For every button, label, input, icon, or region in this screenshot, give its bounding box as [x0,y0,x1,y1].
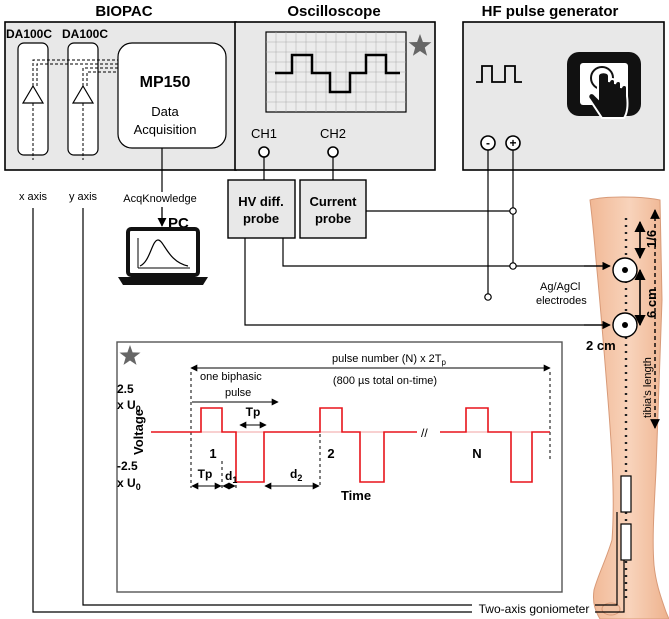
on-time-label: (800 µs total on-time) [333,375,437,387]
touch-screen-icon [567,52,641,119]
da100c-x-label: DA100C [6,27,52,41]
electrodes-label-line2: electrodes [536,295,587,307]
biphasic-label-line2: pulse [225,387,251,399]
ch1-label: CH1 [251,126,277,141]
x-axis-title: Time [341,488,371,503]
positive-terminal-label: + [509,136,516,150]
junction-upper [509,262,517,270]
d1-label: d1 [225,469,237,485]
electrode-lower [612,312,638,338]
ch1-connector[interactable] [258,146,270,158]
pulse-label-1: 1 [209,446,216,461]
two-cm-label: 2 cm [586,338,616,353]
waveform-panel [116,341,563,593]
mp150-title: MP150 [140,74,191,91]
voltage-signal [151,407,550,483]
tp-top-label: Tp [246,405,261,419]
electrodes-label-line1: Ag/AgCl [540,281,580,293]
acqknowledge-label: AcqKnowledge [123,193,196,205]
y-max-line1: 2.5 [117,382,134,396]
biopac-internal-wiring [32,59,118,160]
d2-label: d2 [290,467,302,483]
leg-illustration [589,196,669,619]
goniometer-label: Two-axis goniometer [479,602,590,616]
goniometer-sensor-lower [620,523,632,561]
oscilloscope-trace [275,53,400,94]
laptop-icon [118,227,208,285]
hv-diff-probe-box [227,179,296,239]
six-cm-label: 6 cm [644,288,659,318]
biphasic-label-line1: one biphasic [200,371,262,383]
star-icon [408,34,432,56]
hv-probe-line2: probe [243,211,279,226]
mp150-line2: Acquisition [134,122,197,137]
break-mark: // [421,426,428,440]
junction-lower [484,293,492,301]
pulse-label-2: 2 [327,446,334,461]
pulse-label-n: N [472,446,481,461]
current-probe-line2: probe [315,211,351,226]
negative-terminal-label: - [486,136,490,150]
goniometer-sensor-upper [620,475,632,513]
y-min-line1: -2.5 [117,459,138,473]
x-axis-label: x axis [19,191,48,203]
tibia-length-label: tibia's length [642,357,654,418]
y-axis-title: Voltage [131,409,146,455]
mp150-line1: Data [151,104,179,119]
hf-generator-title: HF pulse generator [482,3,619,20]
hv-probe-line1: HV diff. [238,194,284,209]
y-min-line2: x U0 [117,476,141,492]
biopac-title: BIOPAC [95,3,152,20]
current-probe-box [299,179,367,239]
ch2-connector[interactable] [327,146,339,158]
current-probe-clamp [509,207,517,215]
pulse-number-label: pulse number (N) x 2Tp [332,353,446,367]
y-axis-label: y axis [69,191,98,203]
one-sixth-label: 1/6 [644,230,659,248]
ch2-label: CH2 [320,126,346,141]
da100c-y-label: DA100C [62,27,108,41]
tp-bottom-label: Tp [198,467,213,481]
star-icon [119,345,141,365]
electrode-upper [612,257,638,283]
current-probe-line1: Current [310,194,358,209]
oscilloscope-title: Oscilloscope [287,3,380,20]
mp150-module [117,42,227,149]
y-max-line2: x U0 [117,398,141,414]
pulse-waveform-icon [476,65,522,83]
